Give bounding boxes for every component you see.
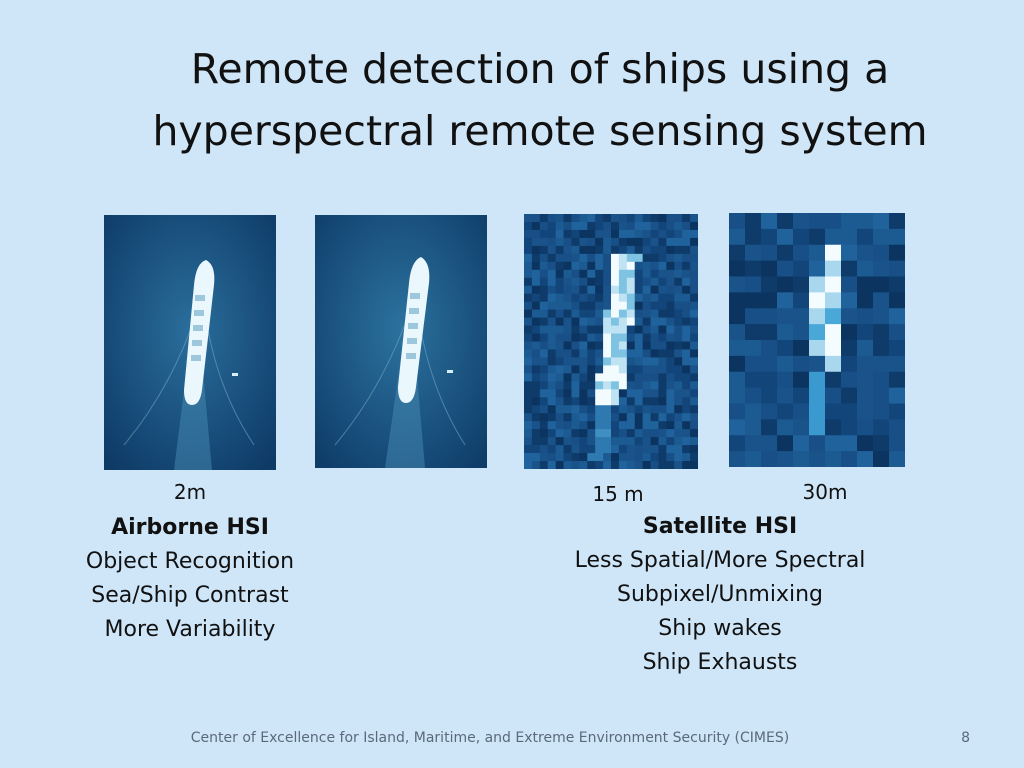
airborne-hsi-line-3: More Variability (104, 617, 276, 642)
satellite-hsi-line-2: Subpixel/Unmixing (617, 582, 823, 607)
airborne-ship-image-2 (315, 215, 487, 468)
resolution-label-15m: 15 m (592, 482, 644, 506)
airborne-ship-image-1 (104, 215, 276, 470)
satellite-hsi-line-1: Less Spatial/More Spectral (574, 548, 866, 573)
airborne-hsi-heading: Airborne HSI (111, 515, 269, 540)
satellite-hsi-line-3: Ship wakes (658, 616, 782, 641)
satellite-ship-image-30m (729, 213, 905, 467)
resolution-label-30m: 30m (802, 480, 848, 504)
footer-text: Center of Excellence for Island, Maritim… (190, 730, 790, 746)
airborne-hsi-line-1: Object Recognition (85, 549, 295, 574)
resolution-label-2m: 2m (173, 480, 207, 504)
airborne-hsi-line-2: Sea/Ship Contrast (91, 583, 289, 608)
title-line-2: hyperspectral remote sensing system (152, 107, 928, 155)
satellite-hsi-line-4: Ship Exhausts (642, 650, 798, 675)
airborne-hsi-block: Airborne HSI Object Recognition Sea/Ship… (60, 511, 320, 647)
satellite-hsi-heading: Satellite HSI (642, 514, 798, 539)
page-number: 8 (961, 730, 970, 746)
satellite-hsi-block: Satellite HSI Less Spatial/More Spectral… (550, 510, 890, 680)
satellite-ship-image-15m (524, 214, 698, 469)
slide-title: Remote detection of ships using a hypers… (120, 38, 960, 162)
title-line-1: Remote detection of ships using a (190, 45, 890, 93)
